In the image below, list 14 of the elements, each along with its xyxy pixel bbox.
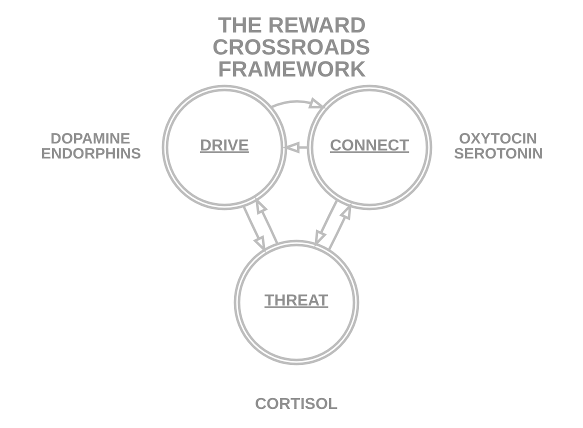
node-label: OXYTOCIN <box>458 130 537 148</box>
arrow <box>282 142 308 154</box>
node-label: SEROTONIN <box>454 146 542 162</box>
node-label: CORTISOL <box>254 396 338 413</box>
node-circle: THREAT <box>233 240 359 366</box>
diagram-title: THE REWARD CROSSROADS FRAMEWORK <box>212 12 370 82</box>
node-label: DOPAMINE <box>50 130 130 148</box>
arrow <box>327 202 352 250</box>
node-label: ENDORPHINS <box>40 146 141 162</box>
arrow <box>242 206 266 253</box>
arrow <box>314 199 338 248</box>
arrow <box>254 196 278 244</box>
node-circle: DRIVE <box>161 84 287 210</box>
arrow <box>270 97 326 108</box>
